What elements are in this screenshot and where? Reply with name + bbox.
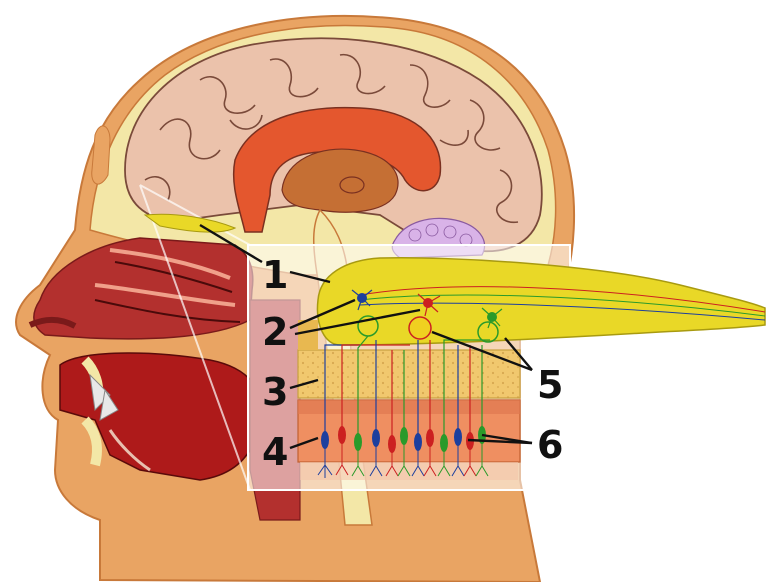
receptor-neuron-blue-4 (451, 345, 465, 477)
label-5: 5 (537, 363, 563, 407)
thalamus (281, 148, 399, 213)
receptor-neuron-green-3 (437, 339, 490, 477)
glomerulus-yellow (408, 316, 432, 340)
receptor-neuron-red-3 (423, 340, 437, 477)
receptor-neuron-green-1 (351, 335, 369, 477)
nasal-cavity (28, 237, 254, 340)
label-3: 3 (262, 370, 288, 414)
leader-lines (199, 223, 533, 450)
receptor-neuron-red-2 (385, 350, 399, 477)
corpus-callosum (232, 106, 442, 233)
glomerulus-green-right (477, 321, 499, 343)
oral-cavity (59, 352, 262, 481)
receptor-neuron-green-2 (397, 350, 411, 477)
label-4: 4 (262, 430, 288, 474)
cribriform-plate (297, 320, 521, 399)
mitral-cell-blue (351, 289, 373, 311)
receptor-neuron-red-1 (335, 344, 410, 476)
receptor-neuron-blue-3 (411, 340, 425, 477)
mitral-cell-green (481, 307, 503, 329)
label-1: 1 (262, 253, 288, 297)
receptor-neuron-blue-2 (369, 340, 383, 477)
mitral-cell-red (417, 293, 441, 317)
label-6: 6 (537, 423, 563, 467)
label-2: 2 (262, 310, 288, 354)
